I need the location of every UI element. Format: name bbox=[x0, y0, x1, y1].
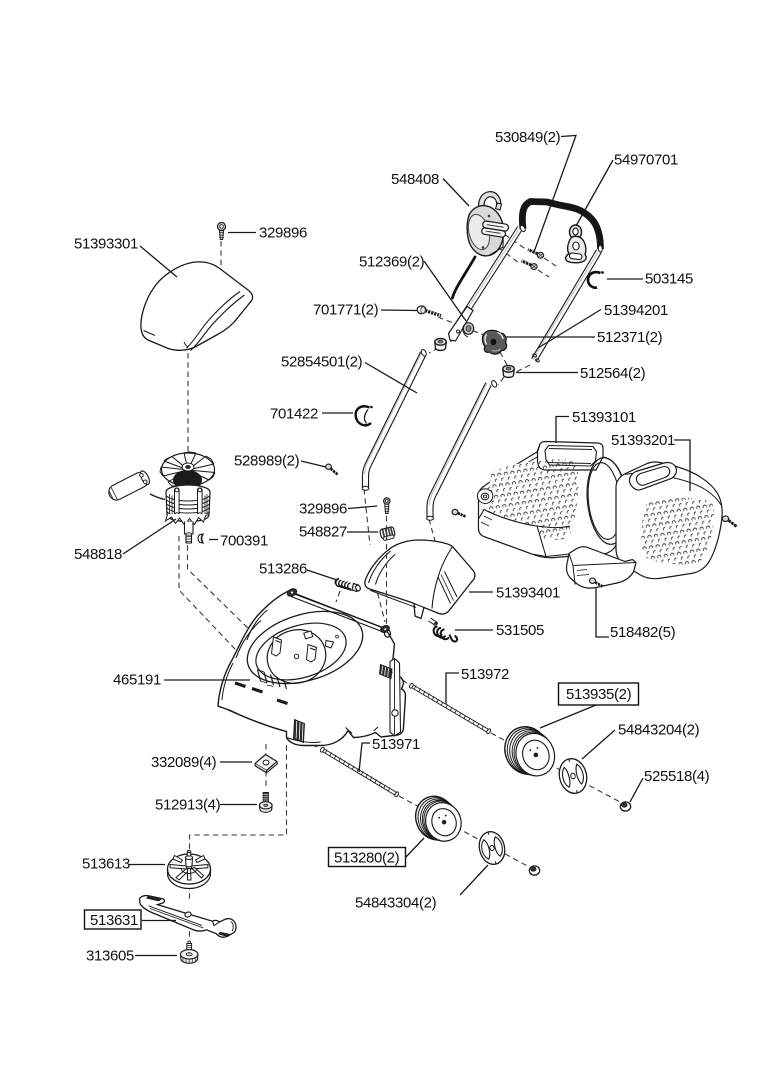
svg-text:518482(5): 518482(5) bbox=[610, 624, 676, 641]
svg-text:465191: 465191 bbox=[113, 672, 161, 689]
svg-text:512913(4): 512913(4) bbox=[155, 797, 221, 814]
svg-text:51393301: 51393301 bbox=[74, 236, 138, 253]
svg-text:513971: 513971 bbox=[372, 736, 420, 753]
svg-text:54843304(2): 54843304(2) bbox=[355, 895, 437, 912]
svg-text:329896: 329896 bbox=[299, 501, 347, 518]
svg-text:332089(4): 332089(4) bbox=[151, 754, 217, 771]
svg-text:513972: 513972 bbox=[461, 666, 509, 683]
svg-text:513613: 513613 bbox=[82, 856, 130, 873]
svg-text:528989(2): 528989(2) bbox=[234, 453, 300, 470]
svg-text:513280(2): 513280(2) bbox=[334, 850, 400, 867]
svg-text:701422: 701422 bbox=[270, 406, 318, 423]
svg-text:525518(4): 525518(4) bbox=[644, 768, 710, 785]
svg-text:512369(2): 512369(2) bbox=[359, 254, 425, 271]
svg-text:548818: 548818 bbox=[74, 546, 122, 563]
svg-text:701771(2): 701771(2) bbox=[313, 302, 379, 319]
svg-text:51394201: 51394201 bbox=[604, 302, 668, 319]
svg-text:513286: 513286 bbox=[259, 561, 307, 578]
svg-text:513631: 513631 bbox=[90, 912, 138, 929]
svg-text:51393101: 51393101 bbox=[572, 409, 636, 426]
svg-text:51393201: 51393201 bbox=[611, 432, 675, 449]
svg-text:313605: 313605 bbox=[86, 948, 134, 965]
svg-text:530849(2): 530849(2) bbox=[495, 129, 561, 146]
svg-text:512371(2): 512371(2) bbox=[597, 329, 663, 346]
svg-text:54970701: 54970701 bbox=[614, 152, 678, 169]
svg-text:51393401: 51393401 bbox=[496, 585, 560, 602]
svg-text:512564(2): 512564(2) bbox=[580, 365, 646, 382]
svg-text:531505: 531505 bbox=[496, 622, 544, 639]
svg-text:513935(2): 513935(2) bbox=[566, 686, 632, 703]
svg-text:52854501(2): 52854501(2) bbox=[281, 354, 363, 371]
svg-text:329896: 329896 bbox=[259, 225, 307, 242]
svg-text:503145: 503145 bbox=[645, 271, 693, 288]
svg-text:700391: 700391 bbox=[220, 533, 268, 550]
svg-text:548408: 548408 bbox=[391, 171, 439, 188]
svg-text:548827: 548827 bbox=[299, 524, 347, 541]
svg-text:54843204(2): 54843204(2) bbox=[618, 722, 700, 739]
